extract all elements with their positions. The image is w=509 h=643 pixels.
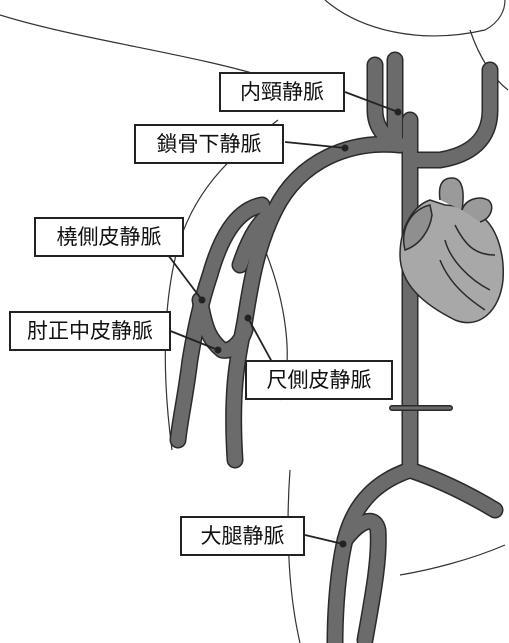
saphenous-branch [345, 521, 378, 640]
label-internal-jugular-vein: 内頸静脈 [219, 72, 345, 112]
hip-outline [400, 545, 505, 575]
label-median-cubital-vein: 肘正中皮静脈 [9, 311, 171, 351]
label-femoral-vein: 大腿静脈 [180, 516, 305, 556]
leg-outline [288, 470, 300, 643]
neck-outline [0, 15, 275, 80]
label-subclavian-vein: 鎖骨下静脈 [134, 124, 284, 164]
chin-outline [325, 0, 505, 36]
iliac-vein-right [410, 470, 495, 510]
label-cephalic-vein: 橈側皮静脈 [34, 217, 184, 257]
subclavian-brachial-vein [234, 144, 400, 460]
right-subclavian-vein [410, 70, 490, 160]
label-basilic-vein: 尺側皮静脈 [245, 360, 393, 400]
